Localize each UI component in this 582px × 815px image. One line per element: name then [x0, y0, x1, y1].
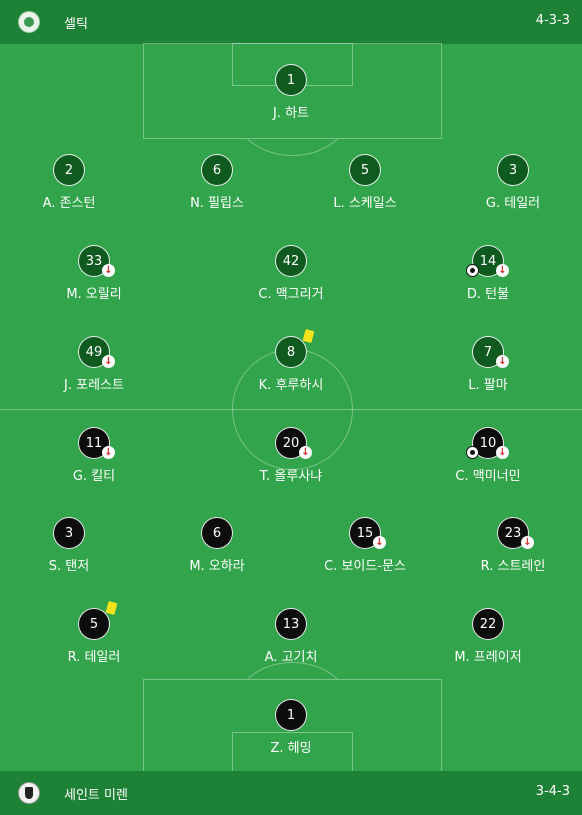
player-name: J. 하트 [272, 106, 310, 121]
home-team-header: 셀틱 4-3-3 [0, 0, 582, 44]
away-team-header: 세인트 미렌 3-4-3 [0, 771, 582, 815]
home-player[interactable]: 49↓J. 포레스트 [24, 336, 164, 396]
away-player[interactable]: 11↓G. 킬티 [24, 427, 164, 487]
sub-off-arrow-icon: ↓ [496, 446, 509, 459]
away-player[interactable]: 10↓C. 맥미너민 [418, 427, 558, 487]
sub-off-arrow-icon: ↓ [102, 355, 115, 368]
player-name: S. 탠저 [48, 559, 90, 574]
player-name: C. 맥그리거 [258, 287, 324, 302]
player-name: A. 고기치 [264, 650, 318, 665]
player-name: D. 턴불 [466, 287, 510, 302]
home-player[interactable]: 42 C. 맥그리거 [221, 245, 361, 305]
home-player[interactable]: 14↓D. 턴불 [418, 245, 558, 305]
player-name: R. 스트레인 [480, 559, 546, 574]
home-player[interactable]: 3 G. 테일러 [443, 154, 582, 214]
player-name: L. 스케일스 [333, 196, 397, 211]
player-name: T. 올루사냐 [259, 469, 323, 484]
player-name: A. 존스턴 [42, 196, 96, 211]
shirt-number: 2 [53, 154, 85, 186]
away-player[interactable]: 20↓T. 올루사냐 [221, 427, 361, 487]
shirt-number: 3 [497, 154, 529, 186]
away-team-crest-icon [18, 782, 40, 804]
shirt-number: 42 [275, 245, 307, 277]
sub-off-arrow-icon: ↓ [102, 264, 115, 277]
football-icon [466, 264, 479, 277]
shirt-number: 5 [78, 608, 110, 640]
player-name: M. 오릴리 [66, 287, 122, 302]
player-name: M. 오하라 [189, 559, 245, 574]
shirt-number: 6 [201, 154, 233, 186]
home-player[interactable]: 33↓M. 오릴리 [24, 245, 164, 305]
home-player[interactable]: 6 N. 필립스 [147, 154, 287, 214]
sub-off-arrow-icon: ↓ [521, 536, 534, 549]
home-team-name: 셀틱 [64, 17, 88, 32]
player-name: G. 테일러 [485, 196, 541, 211]
shirt-number: 13 [275, 608, 307, 640]
sub-off-arrow-icon: ↓ [299, 446, 312, 459]
player-name: Z. 헤밍 [270, 741, 312, 756]
home-player[interactable]: 5 L. 스케일스 [295, 154, 435, 214]
home-player[interactable]: 2 A. 존스턴 [0, 154, 139, 214]
away-team-name: 세인트 미렌 [64, 788, 128, 803]
shirt-number: 22 [472, 608, 504, 640]
top-penalty-area [143, 43, 442, 139]
player-name: C. 맥미너민 [455, 469, 521, 484]
away-formation: 3-4-3 [535, 784, 570, 799]
football-icon [466, 446, 479, 459]
shirt-number: 1 [275, 699, 307, 731]
shirt-number: 6 [201, 517, 233, 549]
yellow-card-icon [105, 601, 118, 615]
away-player[interactable]: 1 Z. 헤밍 [221, 699, 361, 759]
player-name: G. 킬티 [72, 469, 116, 484]
pitch [0, 43, 582, 772]
home-team-crest-icon [18, 11, 40, 33]
sub-off-arrow-icon: ↓ [102, 446, 115, 459]
away-player[interactable]: 22 M. 프레이저 [418, 608, 558, 668]
sub-off-arrow-icon: ↓ [373, 536, 386, 549]
sub-off-arrow-icon: ↓ [496, 355, 509, 368]
home-player[interactable]: 1 J. 하트 [221, 64, 361, 124]
sub-off-arrow-icon: ↓ [496, 264, 509, 277]
shirt-number: 5 [349, 154, 381, 186]
home-player[interactable]: 7↓L. 팔마 [418, 336, 558, 396]
player-name: R. 테일러 [67, 650, 121, 665]
away-player[interactable]: 13 A. 고기치 [221, 608, 361, 668]
shirt-number: 8 [275, 336, 307, 368]
away-player[interactable]: 3 S. 탠저 [0, 517, 139, 577]
away-player[interactable]: 23↓R. 스트레인 [443, 517, 582, 577]
away-player[interactable]: 5 R. 테일러 [24, 601, 164, 668]
away-player[interactable]: 6 M. 오하라 [147, 517, 287, 577]
player-name: J. 포레스트 [64, 378, 124, 393]
player-name: M. 프레이저 [454, 650, 522, 665]
player-name: C. 보이드-문스 [324, 559, 406, 574]
shirt-number: 3 [53, 517, 85, 549]
player-name: K. 후루하시 [258, 378, 324, 393]
shirt-number: 1 [275, 64, 307, 96]
home-formation: 4-3-3 [535, 13, 570, 28]
away-player[interactable]: 15↓C. 보이드-문스 [295, 517, 435, 577]
player-name: L. 팔마 [468, 378, 508, 393]
player-name: N. 필립스 [190, 196, 244, 211]
home-player[interactable]: 8 K. 후루하시 [221, 329, 361, 396]
yellow-card-icon [302, 329, 315, 343]
